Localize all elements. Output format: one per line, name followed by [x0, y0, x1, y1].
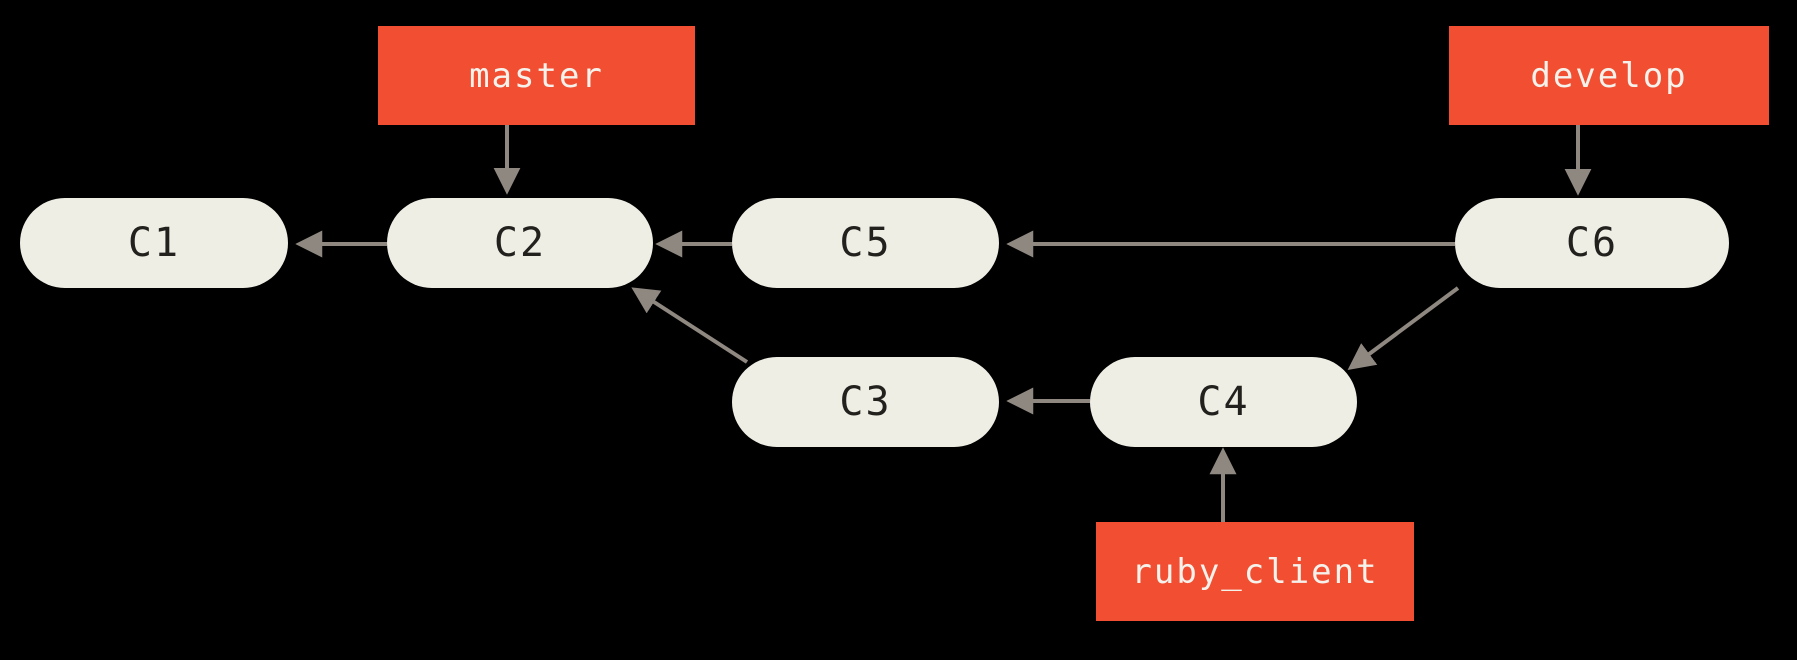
commit-label: C6 — [1565, 220, 1619, 266]
commit-label: C1 — [127, 220, 181, 266]
branch-label-text: master — [469, 55, 604, 96]
commit-label: C4 — [1197, 379, 1250, 425]
commit-node-c4: C4 — [1090, 357, 1357, 447]
edge-c6-to-c4-arrow — [1347, 286, 1460, 371]
edge-c3-to-c2-arrow — [631, 287, 749, 364]
branch-label-text: develop — [1530, 55, 1688, 96]
branch-label-text: ruby_client — [1131, 551, 1379, 592]
commit-label: C2 — [493, 220, 547, 266]
commit-label: C3 — [839, 379, 892, 425]
commit-node-c2: C2 — [387, 198, 653, 288]
commit-node-c3: C3 — [732, 357, 999, 447]
commit-node-c5: C5 — [732, 198, 999, 288]
branch-label-develop: develop — [1449, 26, 1769, 125]
commit-label: C5 — [839, 220, 892, 266]
branch-label-ruby-client: ruby_client — [1096, 522, 1414, 621]
commit-node-c1: C1 — [20, 198, 288, 288]
commit-node-c6: C6 — [1455, 198, 1729, 288]
branch-label-master: master — [378, 26, 695, 125]
